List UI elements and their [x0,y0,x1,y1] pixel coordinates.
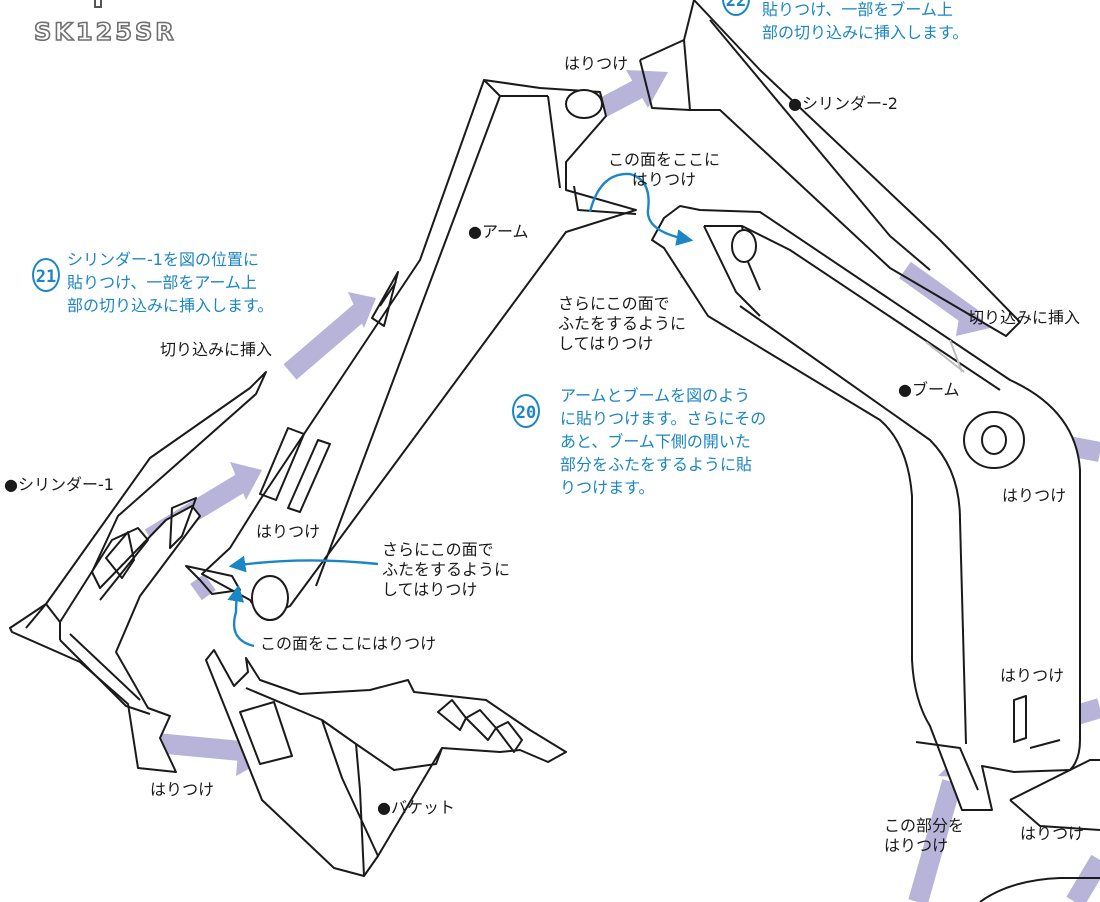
label-harituke-bucket-left: はりつけ [150,780,215,799]
label-kirikomi-right: 切り込みに挿入 [968,308,1081,327]
step-21-text: シリンダー-1を図の位置に 貼りつけ、一部をアーム上 部の切り込みに挿入します。 [67,250,274,315]
label-kirikomi-left: 切り込みに挿入 [160,340,273,359]
boom-part [651,205,1081,811]
arrow-cyl1-left [190,573,216,601]
arm-part [185,79,637,621]
model-mark [94,0,102,8]
label-harituke-lower-right: はりつけ [1000,666,1065,685]
arrow-bottom-left [908,779,962,902]
cylinder-2-part [639,0,1021,337]
blue-arrow-bottom [227,584,255,648]
bucket-part [205,649,567,877]
blue-arrow-middle [228,555,379,573]
arrow-bottom-right [1066,854,1100,902]
label-cover-face-bottom: さらにこの面で ふたをするように してはりつけ [382,540,511,599]
arrow-kirikomi-left [283,304,367,380]
step-number-badge: 20 [512,394,540,428]
label-this-face-here-bottom: この面をここにはりつけ [260,634,437,653]
part-label-boom: ●ブーム [898,380,960,399]
label-this-part-harituke: この部分を はりつけ [884,816,965,855]
step-20-text: アームとブームを図のよう に貼りつけます。さらにその あと、ブーム下側の開いた … [560,386,767,497]
part-label-arm: ●アーム [468,222,529,241]
part-label-bucket: ●バケット [377,798,455,817]
label-this-face-here-top: この面をここに はりつけ [608,150,721,189]
step-number-badge: 21 [32,258,60,292]
label-harituke-boom-right: はりつけ [1002,486,1067,505]
instruction-arrows [227,172,694,648]
label-cover-face-top: さらにこの面で ふたをするように してはりつけ [558,294,687,353]
blue-arrow-top [588,172,694,246]
label-harituke-top: はりつけ [564,54,629,73]
cylinder-1-part [9,371,267,773]
model-name: SK125SR [33,17,177,47]
step-22-text: 貼りつけ、一部をブーム上 部の切り込みに挿入します。 [762,0,969,42]
label-harituke-cylinder-1: はりつけ [256,522,321,541]
label-harituke-bottom-right: はりつけ [1020,824,1085,843]
part-label-cylinder-2: ●シリンダー-2 [788,94,898,113]
lower-right-partial-part [979,759,1100,902]
part-label-cylinder-1: ●シリンダー-1 [4,475,114,494]
